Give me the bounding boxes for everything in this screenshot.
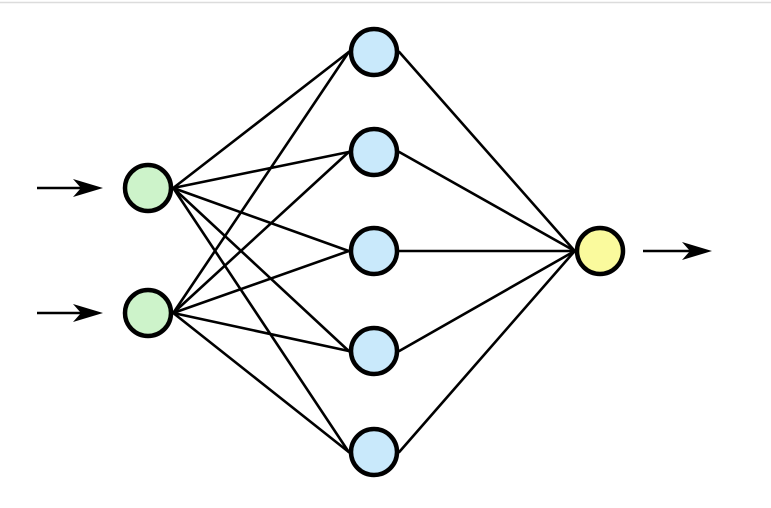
edge-input-1-hidden-1	[171, 50, 351, 190]
edge-input-2-hidden-5	[171, 311, 351, 454]
input-arrow-2	[37, 304, 103, 322]
edge-input-2-hidden-1	[171, 50, 351, 315]
edge-hidden-5-output-1	[397, 249, 577, 454]
hidden-3-node	[348, 225, 400, 277]
output-arrow-arrowhead-icon	[682, 242, 712, 260]
edge-hidden-4-output-1	[397, 249, 577, 353]
edge-input-1-hidden-2	[171, 150, 351, 190]
output-arrow	[643, 242, 712, 260]
input-arrow-2-arrowhead-icon	[73, 304, 103, 322]
edge-layer	[171, 50, 577, 454]
hidden-5-node	[348, 426, 400, 478]
node-layer	[122, 26, 626, 478]
edge-input-2-hidden-3	[171, 249, 351, 315]
edge-input-1-hidden-4	[171, 186, 351, 353]
input-1-node	[122, 162, 174, 214]
hidden-1-node	[348, 26, 400, 78]
edge-hidden-1-output-1	[397, 50, 577, 253]
edge-input-1-hidden-3	[171, 186, 351, 253]
input-arrow-1-arrowhead-icon	[73, 179, 103, 197]
output-1-node	[574, 225, 626, 277]
edge-hidden-2-output-1	[397, 150, 577, 253]
edge-input-2-hidden-4	[171, 311, 351, 353]
input-arrow-1	[37, 179, 103, 197]
edge-input-2-hidden-2	[171, 150, 351, 315]
edge-input-1-hidden-5	[171, 186, 351, 454]
input-2-node	[122, 287, 174, 339]
hidden-2-node	[348, 126, 400, 178]
hidden-4-node	[348, 325, 400, 377]
